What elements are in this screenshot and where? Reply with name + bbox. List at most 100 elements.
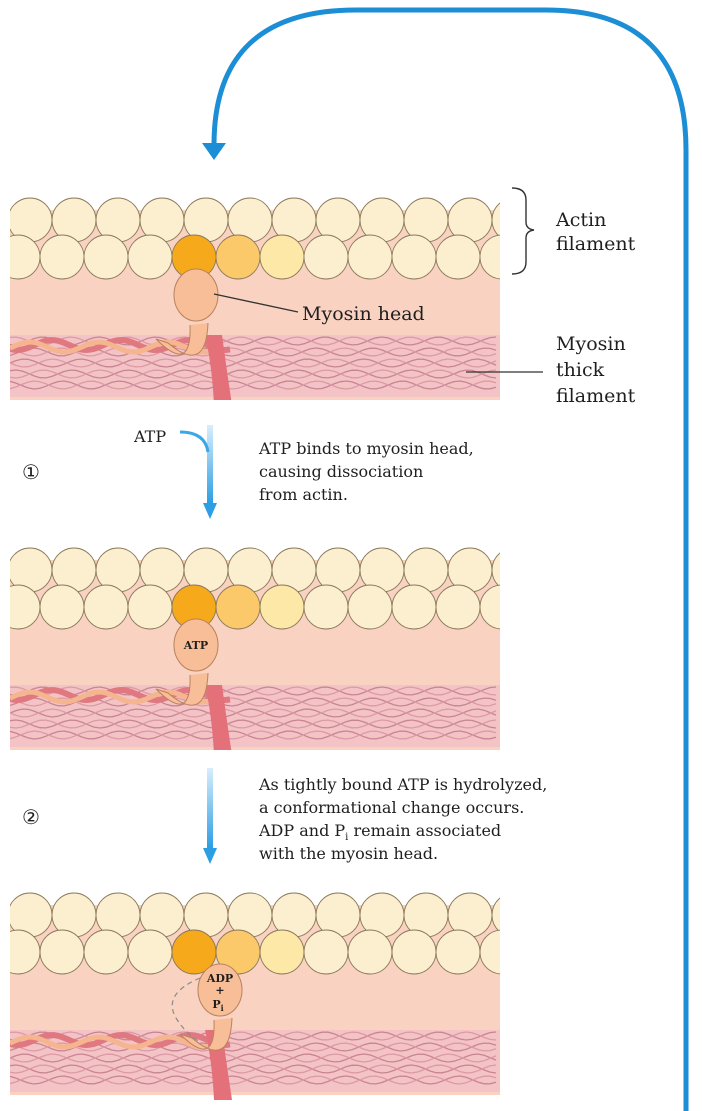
step-1-arrow-shaft xyxy=(207,425,213,503)
actin-bead xyxy=(391,929,437,975)
step-1-caption-line3: from actin. xyxy=(259,485,348,504)
step-2-arrowhead xyxy=(203,848,217,864)
myosin-neck-strand xyxy=(10,689,211,705)
actin-bead xyxy=(347,234,393,280)
thick-filament-strand xyxy=(10,347,497,357)
panel-rigor-state xyxy=(10,197,500,400)
myosin-neck xyxy=(179,1017,233,1051)
myosin-neck-strand xyxy=(10,339,211,355)
actin-bead-adjacent xyxy=(259,584,305,630)
myosin-neck xyxy=(155,322,209,356)
thick-filament-strand xyxy=(10,1064,497,1074)
thick-filament-strand xyxy=(10,380,497,390)
actin-bead-adjacent xyxy=(259,929,305,975)
actin-bead xyxy=(391,584,437,630)
thick-filament-strand xyxy=(10,1042,497,1052)
step-2-arrow-shaft xyxy=(207,768,213,848)
step-2-caption-line3-sub: i xyxy=(345,832,348,843)
thick-filament-strand xyxy=(10,708,497,718)
thick-filament-strand xyxy=(10,686,497,696)
thick-filament-strand xyxy=(10,1064,497,1074)
myosin-head xyxy=(173,618,219,672)
atp-input-hook xyxy=(179,430,210,453)
thick-filament-strand xyxy=(10,719,497,729)
actin-bead xyxy=(83,584,129,630)
step-1-arrowhead xyxy=(203,503,217,519)
thick-filament-strand xyxy=(10,730,497,740)
actin-bead xyxy=(10,234,41,280)
step-1-caption-line2: causing dissociation xyxy=(259,462,423,481)
thick-filament-label-line3: filament xyxy=(556,385,636,407)
actin-bead xyxy=(10,584,41,630)
actin-bead xyxy=(479,234,500,280)
thick-filament-strand xyxy=(10,1031,497,1041)
actin-bead xyxy=(39,929,85,975)
head-pi-subscript: i xyxy=(221,1003,224,1013)
thick-filament-strand xyxy=(10,708,497,718)
thick-filament-label-line1: Myosin xyxy=(556,333,626,355)
actin-bead xyxy=(391,234,437,280)
head-atp-label: ATP xyxy=(183,639,208,652)
actin-bead xyxy=(39,584,85,630)
head-plus-label: + xyxy=(215,984,224,997)
actin-bead xyxy=(127,929,173,975)
step-2-caption-line2: a conformational change occurs. xyxy=(259,798,524,817)
actin-bead xyxy=(479,929,500,975)
myosin-head xyxy=(197,963,243,1017)
atp-input-label: ATP xyxy=(133,427,166,446)
myosin-neck-strand xyxy=(10,1034,211,1050)
thick-filament-strand xyxy=(10,369,497,379)
myosin-head-leader xyxy=(213,293,299,313)
myosin-tail-strand xyxy=(10,1031,231,1049)
panel-atp-bound xyxy=(10,547,500,750)
actin-bead xyxy=(491,202,500,238)
actin-bead xyxy=(303,584,349,630)
thick-filament-strand xyxy=(10,697,497,707)
actin-bead xyxy=(347,929,393,975)
actin-bead xyxy=(491,552,500,588)
actin-bead xyxy=(479,584,500,630)
actin-label-line1: Actin xyxy=(555,209,606,231)
actin-bead xyxy=(127,584,173,630)
myosin-head xyxy=(173,268,219,322)
myosin-tail xyxy=(205,335,232,400)
actin-bead xyxy=(303,234,349,280)
step-2-caption-line1: As tightly bound ATP is hydrolyzed, xyxy=(258,775,547,794)
actin-bead-adjacent xyxy=(215,584,261,630)
actin-bead xyxy=(39,234,85,280)
cycle-return-arrow xyxy=(211,7,689,1111)
step-1-caption-line1: ATP binds to myosin head, xyxy=(258,439,474,458)
actin-bead-adjacent xyxy=(259,234,305,280)
actin-brace xyxy=(511,187,535,275)
thick-filament-strand xyxy=(10,1075,497,1085)
panel-adp-pi-bound xyxy=(10,892,500,1100)
myosin-head-label: Myosin head xyxy=(302,303,425,325)
myosin-tail xyxy=(205,685,232,750)
step-1-number: ① xyxy=(22,460,40,484)
step-2-caption-line3-start: ADP and P xyxy=(258,821,345,840)
thick-filament-strand xyxy=(10,1053,497,1063)
head-pi-letter: P xyxy=(212,998,220,1011)
previous-head-position-outline xyxy=(171,977,201,1043)
step-2-caption-line4: with the myosin head. xyxy=(259,844,438,863)
thick-filament-strand xyxy=(10,358,497,368)
head-adp-label: ADP xyxy=(206,972,233,985)
head-pi-label: Pi xyxy=(212,998,223,1013)
actin-bead xyxy=(347,584,393,630)
actin-bead xyxy=(83,234,129,280)
thick-filament-strand xyxy=(10,1053,497,1063)
actin-bead xyxy=(10,929,41,975)
thick-filament-strand xyxy=(10,336,497,346)
actin-label-line2: filament xyxy=(556,233,636,255)
thick-filament-strand xyxy=(10,358,497,368)
step-2-number: ② xyxy=(22,805,40,829)
thick-filament-strand xyxy=(10,719,497,729)
actin-bead xyxy=(435,929,481,975)
thick-filament-label-line2: thick xyxy=(556,359,605,381)
actin-bead xyxy=(435,234,481,280)
actin-bead xyxy=(303,929,349,975)
thick-filament-strand xyxy=(10,1075,497,1085)
thick-filament-strand xyxy=(10,380,497,390)
actin-bead xyxy=(491,897,500,933)
